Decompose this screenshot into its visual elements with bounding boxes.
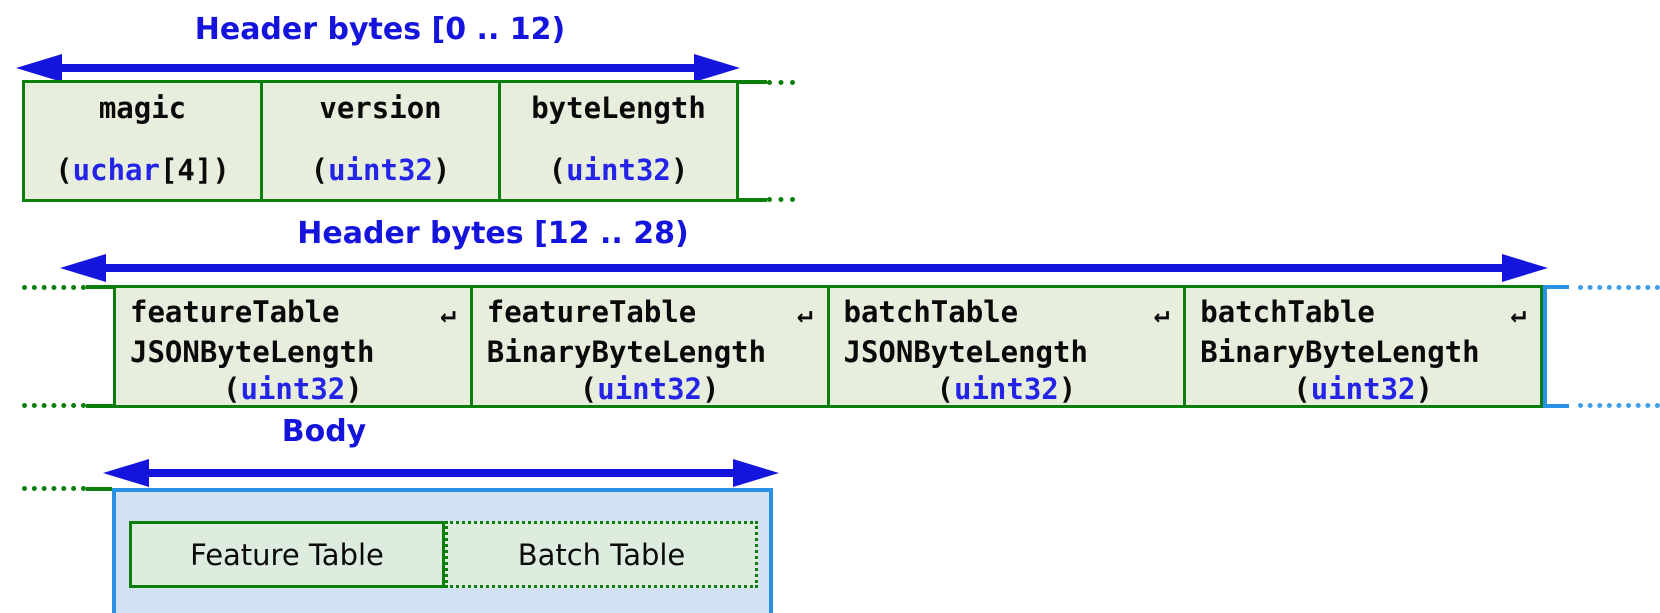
line-wrap-icon: ↵ — [1153, 299, 1170, 329]
header-cell-batchtable-binary-bytelength: batchTable ↵ BinaryByteLength (uint32) — [1186, 288, 1540, 406]
field-name-line2: BinaryByteLength — [486, 335, 767, 369]
arrow-shaft — [149, 469, 733, 477]
continuation-dots-right-top — [767, 80, 795, 202]
continuation-solid-right-top — [739, 80, 767, 202]
header-top-table: magic (uchar[4]) version (uint32) byteLe… — [22, 80, 739, 202]
field-type: (uint32) — [579, 372, 720, 406]
batch-table-box: Batch Table — [445, 521, 758, 588]
body-title: Body — [281, 414, 367, 449]
field-type: (uint32) — [936, 372, 1077, 406]
field-name-line1: featureTable — [130, 295, 340, 329]
header-cell-batchtable-json-bytelength: batchTable ↵ JSONByteLength (uint32) — [830, 288, 1187, 406]
continuation-dots-right-mid — [1578, 285, 1660, 408]
field-name-line1: batchTable — [1200, 295, 1375, 329]
header-cell-featuretable-json-bytelength: featureTable ↵ JSONByteLength (uint32) — [116, 288, 473, 406]
arrowhead-right-icon — [733, 459, 779, 487]
arrowhead-right-icon — [1502, 254, 1548, 282]
feature-table-label: Feature Table — [190, 537, 384, 572]
arrow-shaft — [106, 264, 1502, 272]
header-top-title: Header bytes [0 .. 12) — [194, 12, 566, 47]
header-cell-bytelength: byteLength (uint32) — [501, 83, 736, 199]
line-wrap-icon: ↵ — [440, 299, 456, 329]
arrow-shaft — [62, 64, 694, 72]
header-mid-table: featureTable ↵ JSONByteLength (uint32) fe… — [113, 285, 1543, 408]
feature-table-box: Feature Table — [129, 521, 445, 588]
arrowhead-right-icon — [694, 54, 740, 82]
continuation-solid-left-body — [86, 487, 112, 491]
field-name-line1: featureTable — [486, 295, 697, 329]
body-continuation-bracket — [1543, 285, 1569, 408]
arrowhead-left-icon — [60, 254, 106, 282]
field-type: (uchar[4]) — [55, 153, 230, 187]
header-cell-magic: magic (uchar[4]) — [25, 83, 263, 199]
field-name-line2: BinaryByteLength — [1200, 335, 1480, 369]
line-wrap-icon: ↵ — [796, 299, 813, 329]
continuation-solid-left-mid — [86, 285, 114, 408]
header-top-range-arrow — [16, 53, 740, 83]
field-name-line2: JSONByteLength — [130, 335, 375, 369]
field-name: byteLength — [531, 91, 706, 125]
field-name-line2: JSONByteLength — [843, 335, 1088, 369]
body-range-arrow — [103, 458, 779, 488]
header-mid-range-arrow — [60, 253, 1548, 283]
field-name-line1: batchTable — [843, 295, 1019, 329]
arrowhead-left-icon — [103, 459, 149, 487]
field-type: (uint32) — [310, 153, 451, 187]
header-mid-title: Header bytes [12 .. 28) — [297, 216, 689, 251]
header-cell-version: version (uint32) — [263, 83, 501, 199]
continuation-dots-left-body — [22, 486, 86, 491]
line-wrap-icon: ↵ — [1510, 299, 1526, 329]
field-name: magic — [98, 91, 187, 125]
field-type: (uint32) — [548, 153, 689, 187]
field-name: version — [319, 91, 442, 125]
continuation-dots-left-mid — [22, 285, 86, 408]
arrowhead-left-icon — [16, 54, 62, 82]
field-type: (uint32) — [1293, 372, 1433, 406]
header-cell-featuretable-binary-bytelength: featureTable ↵ BinaryByteLength (uint32) — [473, 288, 830, 406]
batch-table-label: Batch Table — [517, 537, 686, 572]
field-type: (uint32) — [223, 372, 363, 406]
